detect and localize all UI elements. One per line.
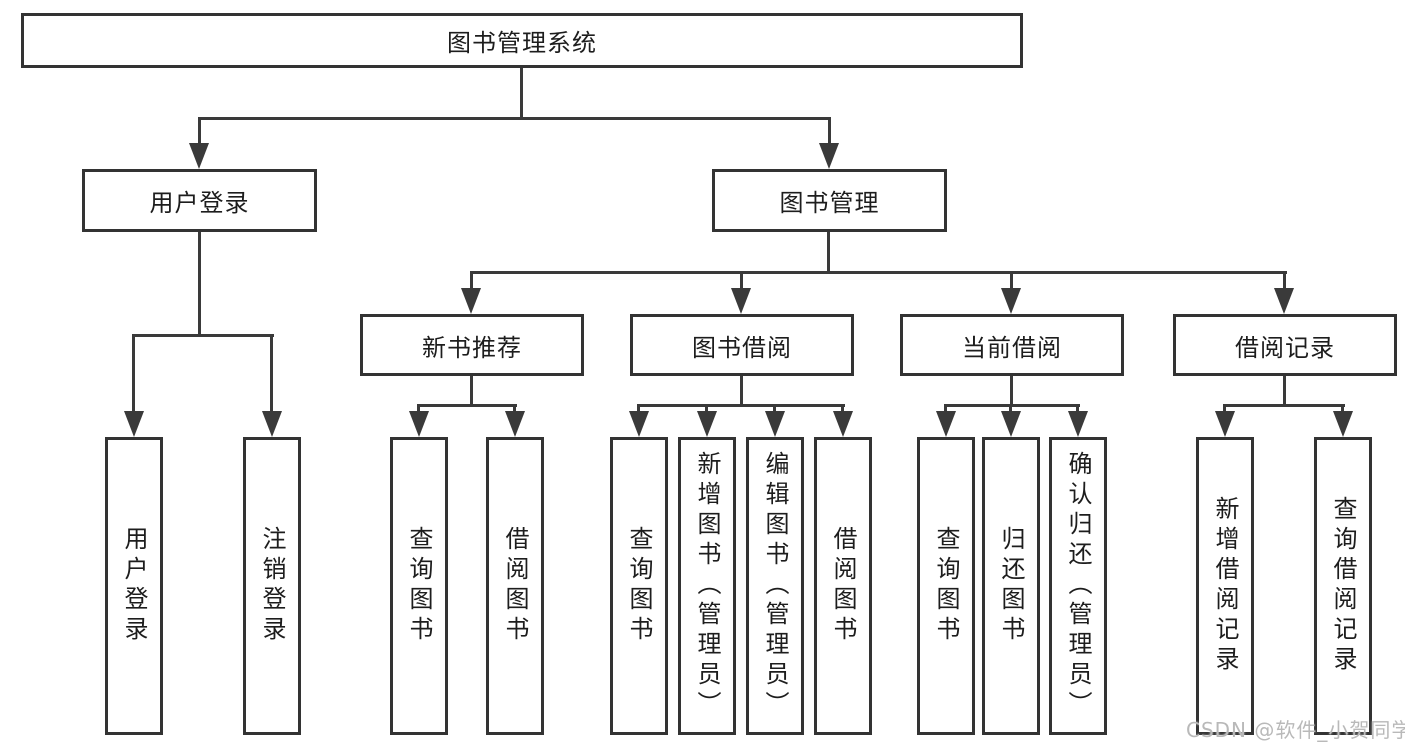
node-user-login: 用户登录 <box>82 169 317 232</box>
leaf-borrow-borrow-books-label: 借阅图书 <box>829 526 857 646</box>
leaf-current-confirm-return-admin: 确认归还（管理员） <box>1049 437 1107 735</box>
connector-stem <box>944 404 947 414</box>
arrowhead-down-icon <box>1333 411 1353 437</box>
arrowhead-down-icon <box>936 411 956 437</box>
arrowhead-down-icon <box>1215 411 1235 437</box>
arrowhead-down-icon <box>731 288 751 314</box>
leaf-record-add-record-label: 新增借阅记录 <box>1211 496 1239 676</box>
node-book-management: 图书管理 <box>712 169 947 232</box>
arrowhead-down-icon <box>262 411 282 437</box>
leaf-current-query-books-label: 查询图书 <box>932 526 960 646</box>
connector-bookmgmt-rail <box>470 271 1287 274</box>
connector-stem <box>637 404 640 414</box>
leaf-borrow-edit-books-admin-label: 编辑图书（管理员） <box>761 451 789 721</box>
connector-stem <box>513 404 516 414</box>
leaf-current-return-books-label: 归还图书 <box>997 526 1025 646</box>
connector-stem <box>198 117 201 147</box>
connector-newbook-rail <box>417 404 517 407</box>
arrowhead-down-icon <box>189 143 209 169</box>
node-current-borrow: 当前借阅 <box>900 314 1124 376</box>
connector-stem <box>705 404 708 414</box>
connector-stem <box>828 117 831 147</box>
leaf-borrow-query-books-label: 查询图书 <box>625 526 653 646</box>
arrowhead-down-icon <box>833 411 853 437</box>
leaf-user-login: 用户登录 <box>105 437 163 735</box>
connector-stem <box>1076 404 1079 414</box>
node-root: 图书管理系统 <box>21 13 1023 68</box>
connector-current-stem <box>1010 376 1013 406</box>
arrowhead-down-icon <box>1274 288 1294 314</box>
connector-borrow-rail <box>637 404 845 407</box>
node-borrow-record-label: 借阅记录 <box>1235 333 1335 362</box>
arrowhead-down-icon <box>819 143 839 169</box>
node-new-book-recommend-label: 新书推荐 <box>422 333 522 362</box>
arrowhead-down-icon <box>1001 288 1021 314</box>
leaf-user-login-label: 用户登录 <box>120 526 148 646</box>
connector-stem <box>417 404 420 414</box>
arrowhead-down-icon <box>765 411 785 437</box>
arrowhead-down-icon <box>124 411 144 437</box>
node-book-borrow-label: 图书借阅 <box>692 333 792 362</box>
arrowhead-down-icon <box>1001 411 1021 437</box>
leaf-record-add-record: 新增借阅记录 <box>1196 437 1254 735</box>
leaf-record-query-record: 查询借阅记录 <box>1314 437 1372 735</box>
node-user-login-label: 用户登录 <box>149 189 250 217</box>
connector-stem <box>1009 404 1012 414</box>
connector-stem <box>773 404 776 414</box>
leaf-borrow-query-books: 查询图书 <box>610 437 668 735</box>
leaf-newbook-borrow-books-label: 借阅图书 <box>501 526 529 646</box>
arrowhead-down-icon <box>409 411 429 437</box>
connector-root-stem <box>520 68 523 120</box>
watermark: CSDN @软件_小贺同学 <box>1186 718 1405 742</box>
leaf-borrow-borrow-books: 借阅图书 <box>814 437 872 735</box>
leaf-borrow-add-books-admin: 新增图书（管理员） <box>678 437 736 735</box>
node-book-borrow: 图书借阅 <box>630 314 854 376</box>
leaf-logout: 注销登录 <box>243 437 301 735</box>
leaf-borrow-edit-books-admin: 编辑图书（管理员） <box>746 437 804 735</box>
connector-stem <box>1223 404 1226 414</box>
connector-record-rail <box>1223 404 1345 407</box>
connector-bookmgmt-stem <box>827 232 830 273</box>
connector-newbook-stem <box>470 376 473 406</box>
leaf-newbook-query-books: 查询图书 <box>390 437 448 735</box>
connector-userlogin-stem <box>198 232 201 336</box>
leaf-current-return-books: 归还图书 <box>982 437 1040 735</box>
leaf-borrow-add-books-admin-label: 新增图书（管理员） <box>693 451 721 721</box>
connector-stem <box>841 404 844 414</box>
node-new-book-recommend: 新书推荐 <box>360 314 584 376</box>
node-book-management-label: 图书管理 <box>779 189 880 217</box>
leaf-newbook-query-books-label: 查询图书 <box>405 526 433 646</box>
connector-current-rail <box>944 404 1080 407</box>
arrowhead-down-icon <box>461 288 481 314</box>
arrowhead-down-icon <box>697 411 717 437</box>
connector-stem <box>1010 271 1013 293</box>
leaf-record-query-record-label: 查询借阅记录 <box>1329 496 1357 676</box>
node-current-borrow-label: 当前借阅 <box>962 333 1062 362</box>
arrowhead-down-icon <box>1068 411 1088 437</box>
leaf-logout-label: 注销登录 <box>258 526 286 646</box>
connector-stem <box>740 271 743 293</box>
connector-stem <box>1341 404 1344 414</box>
connector-record-stem <box>1283 376 1286 406</box>
connector-stem <box>470 271 473 293</box>
connector-stem <box>132 334 135 414</box>
arrowhead-down-icon <box>505 411 525 437</box>
node-borrow-record: 借阅记录 <box>1173 314 1397 376</box>
connector-userlogin-rail <box>132 334 274 337</box>
connector-borrow-stem <box>740 376 743 406</box>
leaf-current-confirm-return-admin-label: 确认归还（管理员） <box>1064 451 1092 721</box>
node-root-label: 图书管理系统 <box>447 29 597 57</box>
leaf-current-query-books: 查询图书 <box>917 437 975 735</box>
arrowhead-down-icon <box>629 411 649 437</box>
connector-root-rail <box>198 117 831 120</box>
leaf-newbook-borrow-books: 借阅图书 <box>486 437 544 735</box>
connector-stem <box>1283 271 1286 293</box>
connector-stem <box>270 334 273 414</box>
